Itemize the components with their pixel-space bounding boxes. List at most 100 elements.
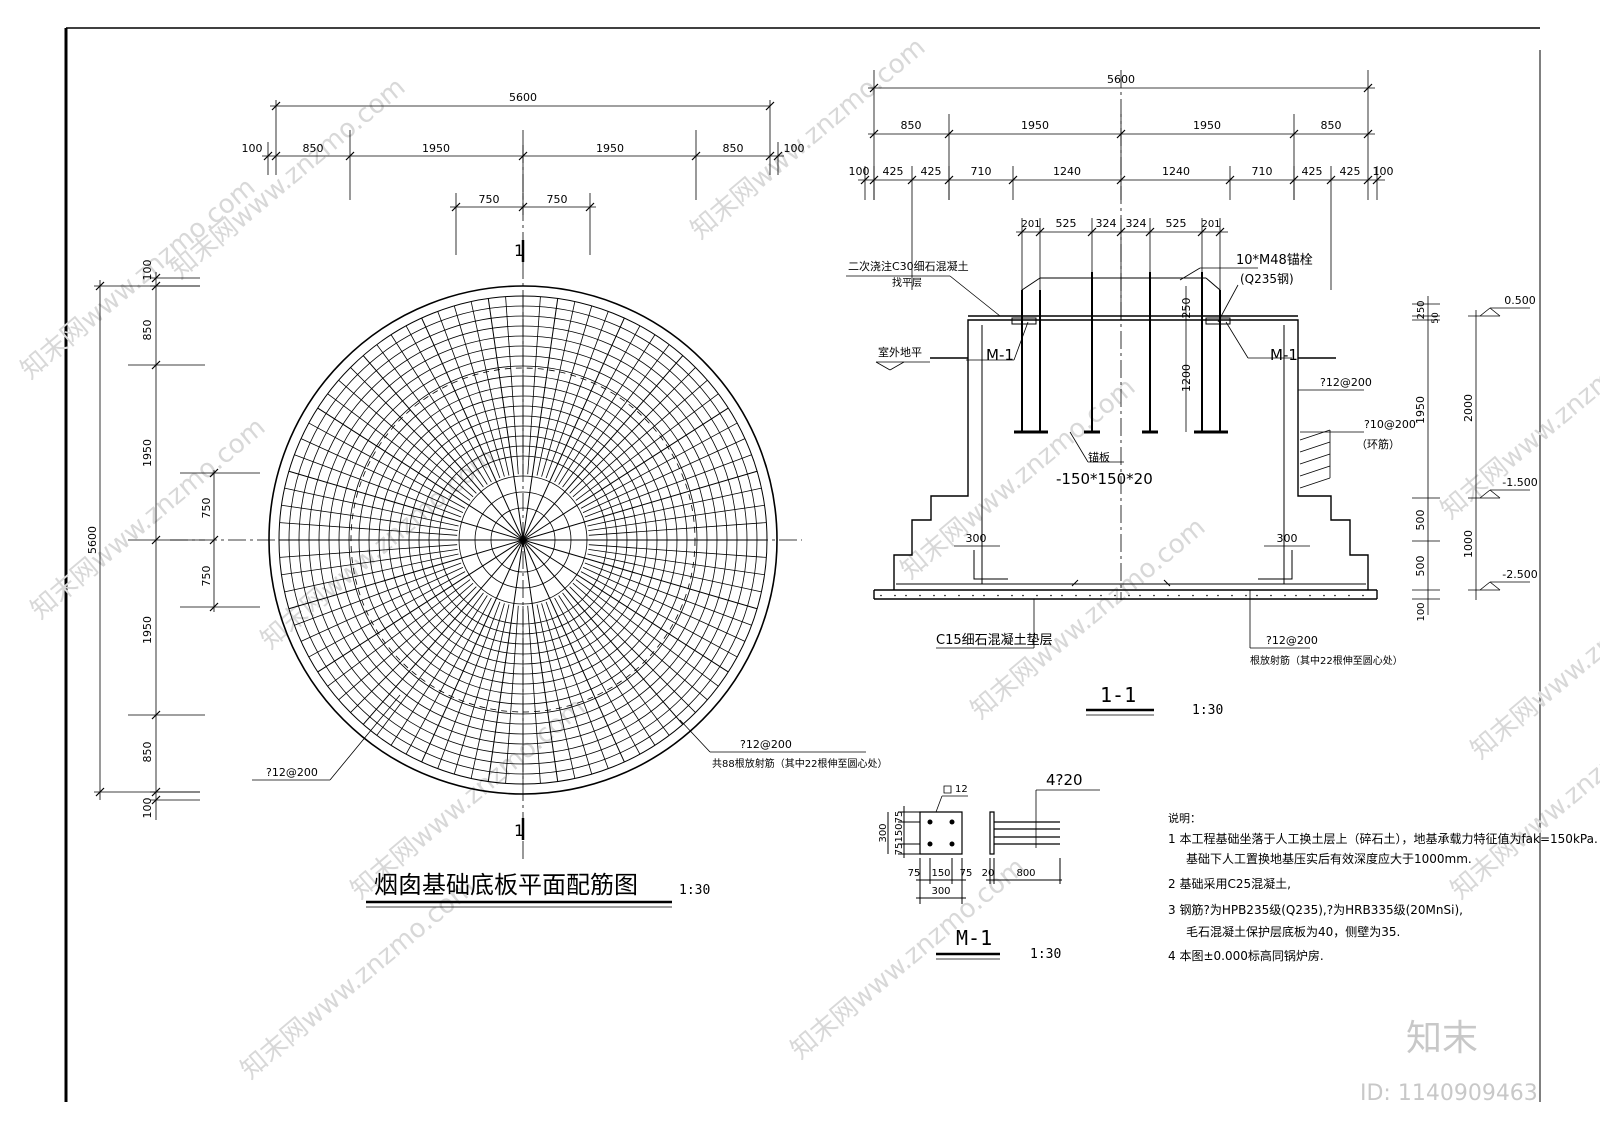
plan-radial-bar xyxy=(555,326,640,482)
pad-hatch-dot xyxy=(1153,594,1155,597)
section-right-dim-2: 50 xyxy=(1431,312,1441,324)
pad-hatch-dot xyxy=(1217,594,1219,597)
plan-radial-bar xyxy=(573,583,708,700)
pad-hatch-dot xyxy=(1114,594,1116,597)
plan-radial-bar xyxy=(570,587,696,713)
plan-section-mark-top: 1 xyxy=(514,241,524,260)
elev-0500: 0.500 xyxy=(1504,294,1536,307)
section-dim-250: 250 xyxy=(1180,298,1193,319)
section-label-m1-left: M-1 xyxy=(986,346,1014,364)
section-leaders xyxy=(846,268,1364,648)
section-label-ground: 室外地平 xyxy=(878,345,922,359)
plan-radial-bar xyxy=(280,523,458,536)
plan-radial-bar-full xyxy=(363,356,523,540)
section-right-dim-4: 500 xyxy=(1414,510,1427,531)
watermark-text: 知末网www.znzmo.com xyxy=(165,72,411,285)
section-dim-r3-4: 710 xyxy=(971,165,992,178)
pad-hatch-dot xyxy=(1192,594,1194,597)
plan-radial-bar xyxy=(583,567,745,641)
plan-radial-bar xyxy=(542,306,592,477)
pad-hatch-dot xyxy=(1100,594,1102,597)
plan-dim-inner-left: 750 xyxy=(479,193,500,206)
section-dim-r3-6: 1240 xyxy=(1162,165,1190,178)
m1-dim-left-3: 75 xyxy=(894,843,905,856)
plan-radial-bar-full xyxy=(422,318,523,540)
section-dim-r3-3: 425 xyxy=(921,165,942,178)
plan-radial-bar xyxy=(471,302,509,476)
plan-radial-bar xyxy=(301,439,463,513)
section-dim-r3-5: 1240 xyxy=(1053,165,1081,178)
section-inner-rebar xyxy=(896,325,1366,586)
section-view: 5600 850 1950 1950 850 100 425 425 710 1… xyxy=(846,70,1538,718)
plan-dim-inner-bottom: 750 xyxy=(200,566,213,587)
plan-radial-bar xyxy=(309,423,465,508)
section-dim-r3-2: 425 xyxy=(883,165,904,178)
elev-2500: -2.500 xyxy=(1502,568,1537,581)
section-dim-r2-3: 1950 xyxy=(1193,119,1221,132)
section-label-base-rebar-note: 根放射筋（其中22根伸至圆心处） xyxy=(1250,654,1403,667)
notes-item-3a: 3 钢筋?为HPB235级(Q235),?为HRB335级(20MnSi), xyxy=(1168,902,1463,917)
pad-hatch-dot xyxy=(944,594,946,597)
notes-heading: 说明： xyxy=(1168,811,1201,825)
plan-radial-bar xyxy=(589,545,767,558)
plan-dim-top-3: 1950 xyxy=(422,142,450,155)
section-label-bolt2: (Q235钢) xyxy=(1240,272,1294,286)
plan-dim-left-4: 1950 xyxy=(141,616,154,644)
m1-dim-left-4: 300 xyxy=(878,823,889,842)
plan-radial-bar xyxy=(438,311,500,478)
plan-radial-bar xyxy=(301,567,463,641)
pad-hatch-dot xyxy=(1167,594,1169,597)
notes-item-2: 2 基础采用C25混凝土, xyxy=(1168,876,1291,891)
plan-radial-bar-full xyxy=(523,471,757,540)
plan-radial-bar-full xyxy=(523,540,757,609)
plan-radial-bar xyxy=(339,380,474,497)
plan-radial-bar-full xyxy=(488,298,523,540)
plan-leaders xyxy=(252,695,866,780)
section-dim-r2-4: 850 xyxy=(1321,119,1342,132)
plan-dim-top-6: 100 xyxy=(784,142,805,155)
plan-radial-bar xyxy=(309,572,465,657)
plan-radial-bar-full xyxy=(363,540,523,724)
plan-scale: 1:30 xyxy=(679,883,710,898)
plan-radial-bar xyxy=(537,604,575,778)
pad-hatch-dot xyxy=(1231,594,1233,597)
m1-detail: 12 4?20 75 150 75 300 75 150 75 300 20 8… xyxy=(878,771,1100,962)
plan-dim-left-3: 1950 xyxy=(141,439,154,467)
section-dim-r4-4: 324 xyxy=(1126,217,1147,230)
plan-radial-bar xyxy=(589,523,767,536)
section-dim-r4-3: 324 xyxy=(1096,217,1117,230)
section-label-m1-right: M-1 xyxy=(1270,346,1298,364)
plan-radial-bar xyxy=(280,545,458,558)
plan-radial-bar-full xyxy=(523,318,624,540)
section-dim-r4-6: 201 xyxy=(1201,219,1220,230)
plan-radial-bar xyxy=(585,563,752,625)
plan-left-dim-ticks xyxy=(96,274,218,804)
plan-radial-bar xyxy=(350,367,476,493)
notes-block: 说明： 1 本工程基础坐落于人工换土层上（碎石土），地基承载力特征值为fak=1… xyxy=(1168,811,1598,963)
section-dim-r3-10: 100 xyxy=(1373,165,1394,178)
plan-dim-overall-left: 5600 xyxy=(86,526,99,554)
notes-item-1b: 基础下人工置换地基压实后有效深度应大于1000mm. xyxy=(1186,851,1472,866)
section-label-ring: （环筋） xyxy=(1356,437,1400,451)
plan-radial-bar xyxy=(406,598,491,754)
plan-radial-bar xyxy=(471,604,509,778)
section-top-dimensions xyxy=(858,70,1385,320)
plan-top-dim-ticks xyxy=(264,102,782,211)
pad-hatch-dot xyxy=(1348,594,1350,597)
pad-hatch-dot xyxy=(894,594,896,597)
plan-radial-bar-full xyxy=(523,408,728,540)
plan-radial-bar xyxy=(328,580,470,687)
m1-title: M-1 xyxy=(956,926,992,950)
section-anchor-bolts xyxy=(1012,272,1230,432)
plan-radial-bar xyxy=(563,345,670,487)
plan-rebar-label-left: ?12@200 xyxy=(266,766,318,779)
plan-radial-bar xyxy=(285,554,459,592)
plan-radial-bar-full xyxy=(289,471,523,540)
section-right-dimensions xyxy=(876,296,1530,615)
m1-dim-bottom-3: 75 xyxy=(960,868,973,879)
section-label-anchor-plate: 锚板 xyxy=(1088,450,1110,464)
plan-centerlines xyxy=(170,145,802,860)
section-dim-r3-9: 425 xyxy=(1340,165,1361,178)
pad-hatch-dot xyxy=(1075,594,1077,597)
plan-radial-bar xyxy=(528,297,541,475)
